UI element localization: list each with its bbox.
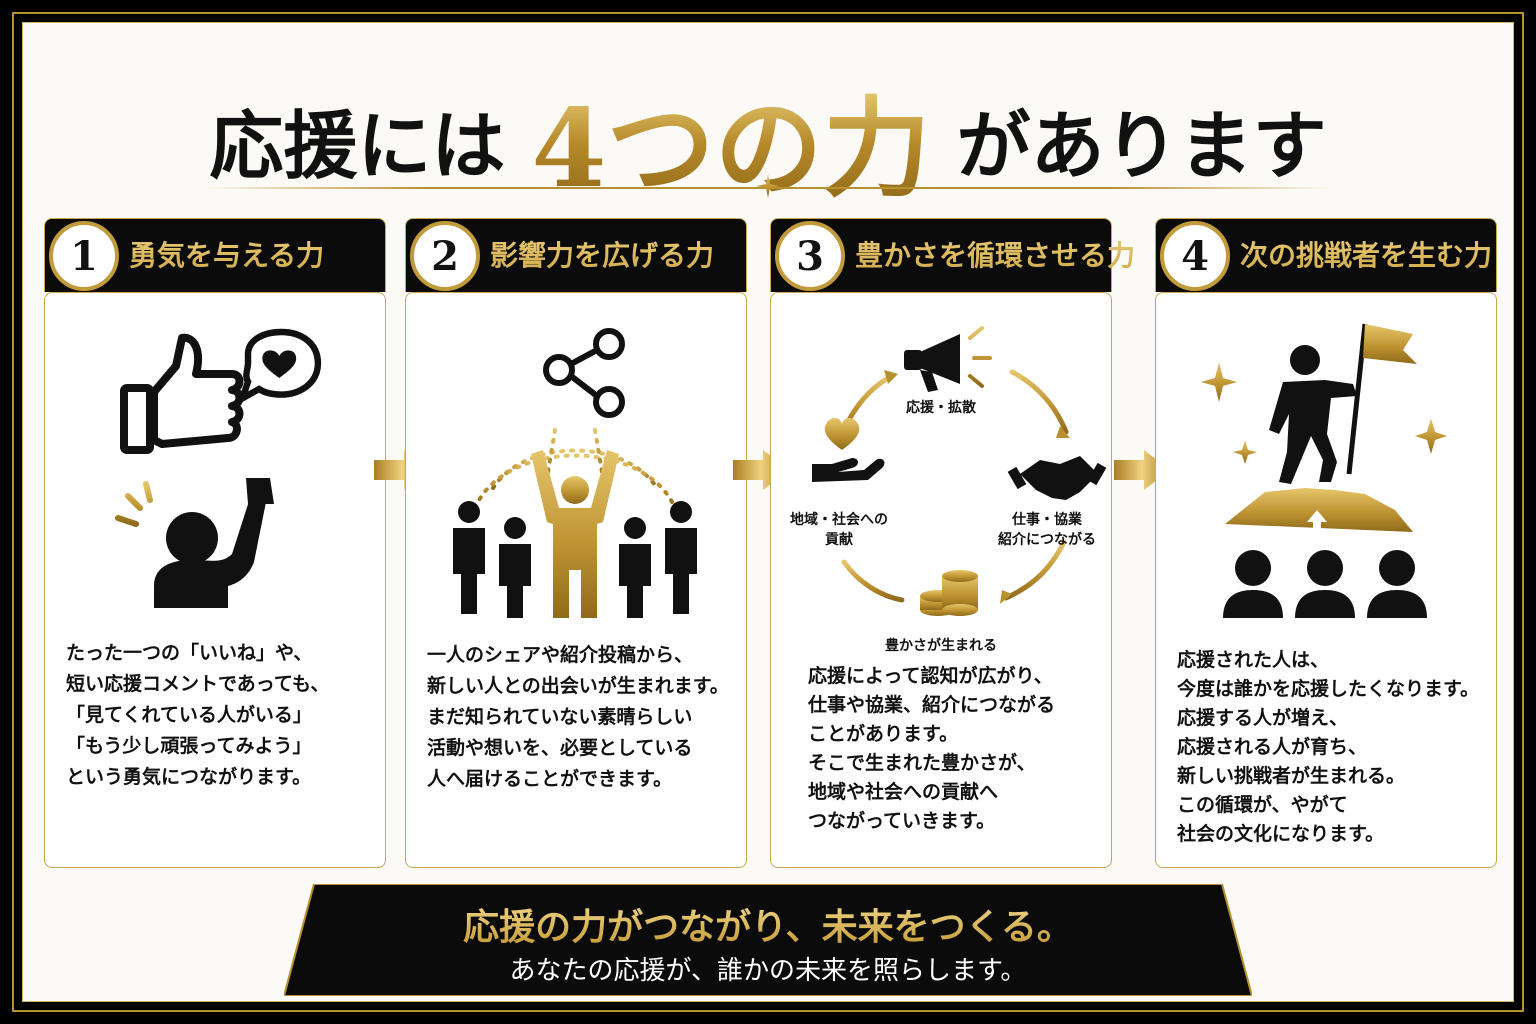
title-part1: 応援には bbox=[209, 103, 506, 190]
card-illustration bbox=[453, 328, 697, 618]
text-line: 応援する人が増え、 bbox=[1177, 707, 1349, 729]
bottom-banner: 応援の力がつながり、未来をつくる。 あなたの応援が、誰かの未来を照らします。 bbox=[284, 884, 1252, 996]
text-line: 新しい挑戦者が生まれる。 bbox=[1177, 765, 1406, 787]
text-line: 短い応援コメントであっても、 bbox=[66, 673, 330, 695]
coins-icon bbox=[920, 570, 978, 616]
card-header: 4 次の挑戦者を生む力 bbox=[1155, 218, 1497, 292]
crowd-icon bbox=[453, 501, 697, 618]
sparkle-icon bbox=[1201, 362, 1447, 464]
card-title: 影響力を広げる力 bbox=[490, 219, 714, 293]
text-line: 人へ届けることができます。 bbox=[427, 768, 673, 790]
card-circulation: 3 豊かさを循環させる力 bbox=[770, 218, 1135, 868]
card-number: 4 bbox=[1160, 221, 1230, 291]
text-line: この循環が、やがて bbox=[1177, 794, 1348, 816]
text-line: 新しい人との出会いが生まれます。 bbox=[427, 675, 729, 697]
text-line: 応援される人が育ち、 bbox=[1177, 736, 1368, 758]
card-next-challenger: 4 次の挑戦者を生む力 応援された人 bbox=[1155, 218, 1497, 868]
card-description: たった一つの「いいね」や、 短い応援コメントであっても、 「見てくれている人がい… bbox=[66, 638, 366, 793]
thumbs-up-icon bbox=[120, 333, 244, 454]
text-line: 「見てくれている人がいる」 bbox=[66, 704, 312, 726]
cycle-label-left: 地域・社会への 貢献 bbox=[774, 510, 904, 550]
cycle-text: 紹介につながる bbox=[998, 532, 1096, 548]
text-line: たった一つの「いいね」や、 bbox=[66, 642, 313, 664]
title-part2: 4つの力 bbox=[531, 86, 931, 212]
fist-raised-person-icon bbox=[115, 478, 274, 608]
card-header: 1 勇気を与える力 bbox=[44, 218, 386, 292]
card-description: 応援された人は、 今度は誰かを応援したくなります。 応援する人が増え、 応援され… bbox=[1177, 646, 1480, 849]
banner-subline: あなたの応援が、誰かの未来を照らします。 bbox=[509, 956, 1027, 986]
card-number: 1 bbox=[49, 221, 119, 291]
text-line: 一人のシェアや紹介投稿から、 bbox=[427, 644, 694, 666]
text-line: という勇気につながります。 bbox=[66, 766, 312, 788]
card-header: 3 豊かさを循環させる力 bbox=[770, 218, 1135, 292]
cycle-text: 貢献 bbox=[825, 532, 853, 548]
sparkle-icon bbox=[756, 174, 780, 198]
cycle-label-bottom: 豊かさが生まれる bbox=[870, 636, 1012, 656]
cycle-text: 応援・拡散 bbox=[906, 400, 976, 416]
card-title: 次の挑戦者を生む力 bbox=[1240, 219, 1492, 293]
page-title: 応援には 4つの力があります bbox=[0, 62, 1536, 218]
cheering-person-icon bbox=[531, 450, 619, 618]
cycle-text: 地域・社会への bbox=[790, 512, 888, 528]
flag-person-on-summit-icon bbox=[1225, 323, 1417, 536]
card-title: 豊かさを循環させる力 bbox=[855, 219, 1135, 293]
text-line: まだ知られていない素晴らしい bbox=[427, 706, 693, 728]
megaphone-icon bbox=[904, 326, 992, 392]
people-group-icon bbox=[1223, 550, 1427, 618]
text-line: 社会の文化になります。 bbox=[1177, 823, 1385, 845]
card-header: 2 影響力を広げる力 bbox=[405, 218, 747, 292]
cycle-text: 仕事・協業 bbox=[1012, 512, 1082, 528]
text-line: そこで生まれた豊かさが、 bbox=[808, 752, 1036, 774]
card-number: 3 bbox=[775, 221, 845, 291]
card-illustration bbox=[115, 328, 322, 608]
card-description: 一人のシェアや紹介投稿から、 新しい人との出会いが生まれます。 まだ知られていな… bbox=[427, 640, 729, 795]
card-body bbox=[770, 292, 1112, 868]
arrow-heads bbox=[884, 370, 1070, 604]
text-line: 地域や社会への貢献へ bbox=[808, 781, 999, 803]
outer-frame bbox=[12, 12, 1524, 1012]
share-icon bbox=[543, 328, 625, 418]
card-title: 勇気を与える力 bbox=[129, 219, 324, 293]
cycle-label-top: 応援・拡散 bbox=[876, 398, 1006, 418]
cycle-diagram bbox=[812, 326, 1107, 616]
text-line: 今度は誰かを応援したくなります。 bbox=[1177, 678, 1480, 700]
card-illustration bbox=[1201, 323, 1447, 618]
cycle-text: 豊かさが生まれる bbox=[885, 638, 997, 654]
card-number: 2 bbox=[410, 221, 480, 291]
heart-hand-icon bbox=[812, 418, 885, 482]
card-description: 応援によって認知が広がり、 仕事や協業、紹介につながる ことがあります。 そこで… bbox=[808, 662, 1108, 836]
text-line: ことがあります。 bbox=[808, 723, 959, 745]
cycle-label-right: 仕事・協業 紹介につながる bbox=[982, 510, 1112, 550]
banner-headline: 応援の力がつながり、未来をつくる。 bbox=[284, 898, 1252, 950]
text-line: 活動や想いを、必要としている bbox=[427, 737, 693, 759]
text-line: 仕事や協業、紹介につながる bbox=[808, 694, 1056, 716]
handshake-icon bbox=[1007, 456, 1107, 500]
text-line: 「もう少し頑張ってみよう」 bbox=[66, 735, 312, 757]
banner-background bbox=[284, 884, 1252, 996]
title-part3: があります bbox=[956, 103, 1327, 190]
card-courage: 1 勇気を与える力 たった一つの「いいね」や、 短い応援コメントであっても、 「… bbox=[44, 218, 386, 868]
heart-speech-bubble-icon bbox=[236, 328, 322, 406]
text-line: つながっていきます。 bbox=[808, 810, 996, 832]
text-line: 応援によって認知が広がり、 bbox=[808, 665, 1053, 687]
text-line: 応援された人は、 bbox=[1177, 649, 1330, 671]
card-influence: 2 影響力を広げる力 bbox=[405, 218, 747, 868]
